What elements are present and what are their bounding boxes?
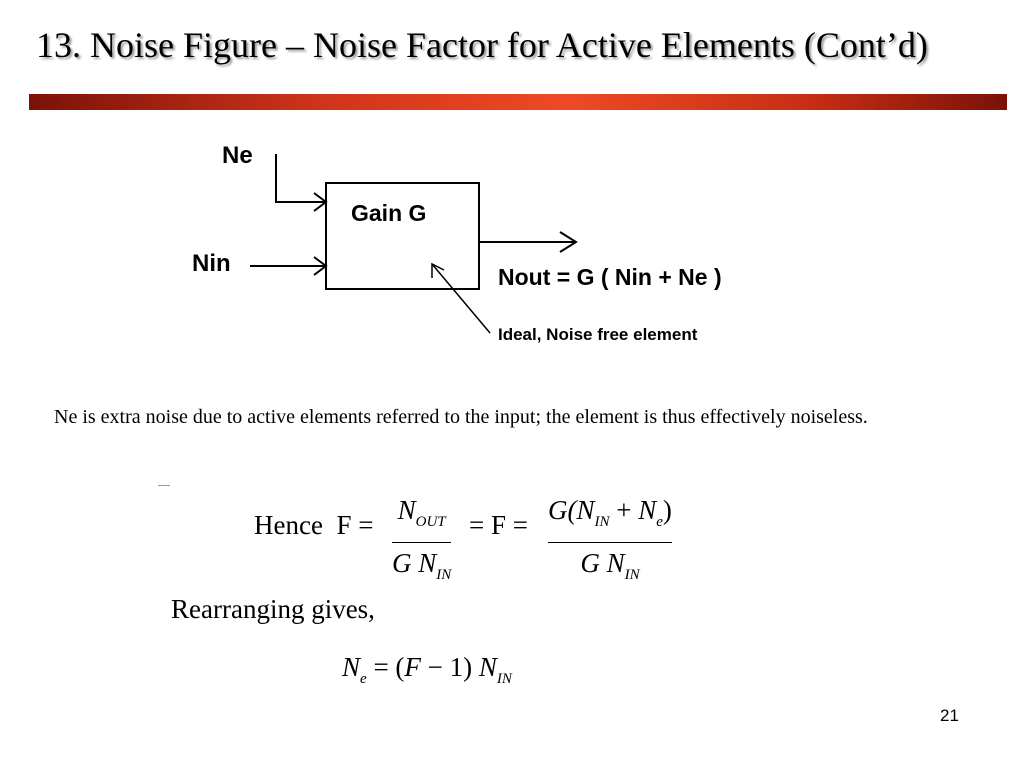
block-diagram: Ne Nin Gain G Nout = G ( Nin + Ne ) Idea… — [180, 130, 800, 360]
ideal-element-label: Ideal, Noise free element — [498, 325, 698, 344]
denominator-gnin-1: G NIN — [392, 548, 452, 583]
ideal-pointer-line — [431, 263, 491, 334]
ideal-pointer-arrowhead — [431, 262, 445, 278]
fraction-g-nin-plus-ne: G(NIN + Ne) G NIN — [548, 492, 672, 593]
diagram-arrows — [250, 154, 578, 334]
description-text: Ne is extra noise due to active elements… — [54, 406, 868, 428]
equation-lhs: Hence F = — [254, 510, 373, 541]
nout-equation: Nout = G ( Nin + Ne ) — [498, 264, 722, 290]
divider-mark — [158, 485, 170, 486]
numerator-g-nin-plus-ne: G(NIN + Ne) — [548, 495, 672, 530]
page-number: 21 — [940, 706, 959, 725]
fraction-nout-over-gnin: NOUT G NIN — [392, 492, 452, 593]
fraction-bar-2 — [548, 542, 672, 543]
output-arrowhead — [559, 231, 578, 253]
numerator-nout: NOUT — [397, 495, 446, 530]
gain-block: Gain G — [325, 182, 480, 290]
f-equals-2: = F = — [469, 510, 528, 540]
rearranging-text: Rearranging gives, — [171, 594, 375, 624]
gain-label: Gain G — [351, 200, 427, 226]
slide-title: 13. Noise Figure – Noise Factor for Acti… — [36, 25, 928, 65]
ne-label: Ne — [222, 142, 253, 169]
ne-input-line — [275, 154, 326, 203]
fraction-bar-1 — [392, 542, 452, 543]
f-equals-1: F = — [329, 510, 374, 540]
denominator-gnin-2: G NIN — [580, 548, 640, 583]
nin-label: Nin — [192, 250, 231, 277]
ne-result-equation: Ne = (F − 1) NIN — [342, 652, 512, 687]
hence-word: Hence — [254, 510, 323, 540]
title-rule — [29, 94, 1007, 110]
